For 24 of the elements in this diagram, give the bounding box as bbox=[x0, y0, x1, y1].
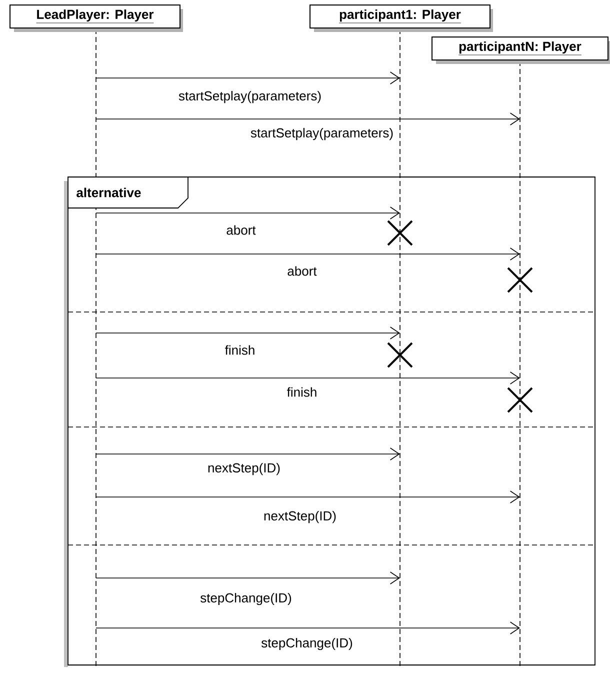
fragment-tab: alternative bbox=[68, 176, 188, 208]
message-label: nextStep(ID) bbox=[262, 510, 338, 524]
message-label: finish bbox=[286, 386, 318, 398]
message-arrow bbox=[96, 572, 400, 584]
message-label: abort bbox=[225, 224, 257, 236]
message-arrow bbox=[96, 490, 520, 504]
lifeline-head: participant1: Player bbox=[310, 4, 493, 32]
message-arrow bbox=[96, 248, 520, 260]
lifeline-head: participantN: Player bbox=[432, 36, 610, 64]
message-label: abort bbox=[286, 265, 318, 277]
message-arrow bbox=[96, 112, 520, 126]
message-arrow bbox=[96, 326, 400, 340]
message-label: stepChange(ID) bbox=[199, 592, 293, 606]
message-label: finish bbox=[224, 344, 256, 356]
lifeline-head: LeadPlayer: Player bbox=[10, 4, 183, 32]
message-arrow bbox=[96, 206, 400, 220]
message-arrow bbox=[96, 372, 520, 384]
message-label: startSetplay(parameters) bbox=[249, 126, 395, 142]
message-arrow bbox=[96, 622, 520, 634]
message-arrow bbox=[96, 448, 400, 460]
message-label: nextStep(ID) bbox=[206, 462, 282, 476]
message-arrow bbox=[96, 72, 400, 84]
message-label: startSetplay(parameters) bbox=[177, 90, 323, 104]
message-label: stepChange(ID) bbox=[260, 636, 354, 652]
